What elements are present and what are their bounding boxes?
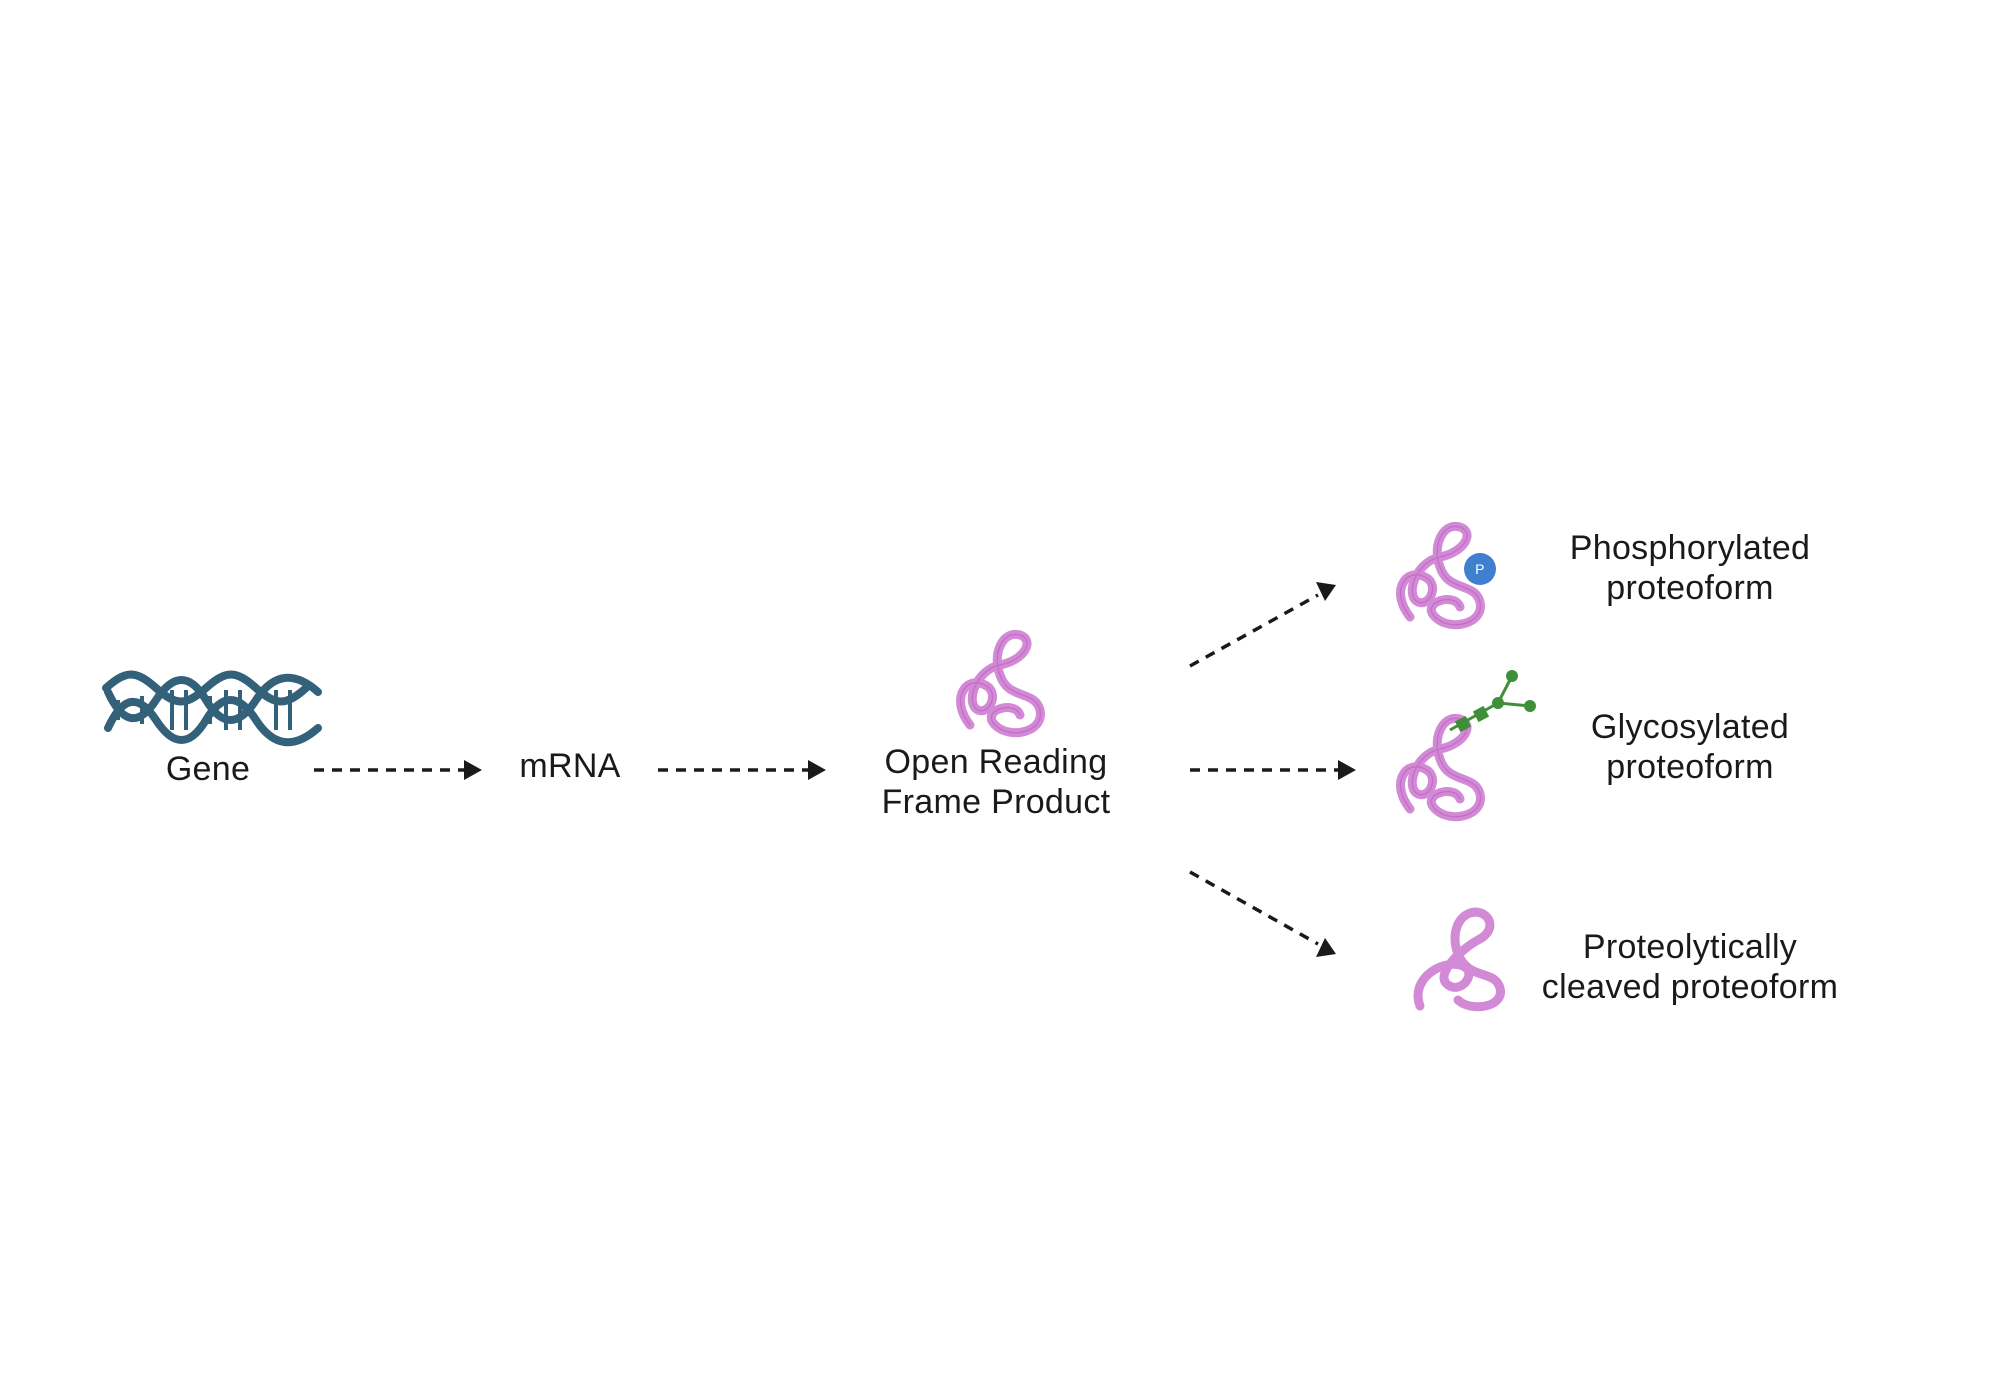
cleaved-label-line-2: cleaved proteoform (1541, 968, 1839, 1006)
arrow-orf-to-glycosylated (1190, 760, 1356, 780)
phosphate-group-icon (1464, 553, 1496, 585)
glycosylated-label-line-2: proteoform (1606, 748, 1774, 786)
gene-label: Gene (165, 750, 251, 788)
phosphorylated-label-line-2: proteoform (1606, 569, 1774, 607)
glycosylated-protein-icon (1401, 670, 1536, 817)
phosphorylated-label: Phosphorylated proteoform (1570, 528, 1810, 608)
orf-label-line-1: Open Reading (884, 743, 1108, 781)
arrow-orf-to-cleaved (1189, 870, 1336, 957)
orf-label: Open Reading Frame Product (882, 742, 1111, 822)
glycan-chain-icon (1449, 670, 1536, 733)
arrow-orf-to-phosphorylated (1189, 582, 1336, 668)
glycosylated-label-line-1: Glycosylated (1590, 708, 1790, 746)
phosphate-badge-label: P (1475, 561, 1485, 577)
arrow-gene-to-mrna (314, 760, 482, 780)
cleaved-label-line-1: Proteolytically (1582, 928, 1798, 966)
cleaved-protein-icon (1413, 907, 1505, 1012)
dna-double-helix-icon (102, 670, 322, 747)
phosphorylated-label-line-1: Phosphorylated (1569, 529, 1811, 567)
orf-label-line-2: Frame Product (881, 783, 1111, 821)
cleaved-label: Proteolytically cleaved proteoform (1542, 927, 1838, 1007)
mrna-label: mRNA (519, 747, 621, 785)
protein-coil-icon (961, 634, 1041, 732)
phosphorylated-protein-icon (1401, 526, 1496, 624)
glycosylated-label: Glycosylated proteoform (1591, 707, 1789, 787)
arrow-mrna-to-orf (658, 760, 826, 780)
